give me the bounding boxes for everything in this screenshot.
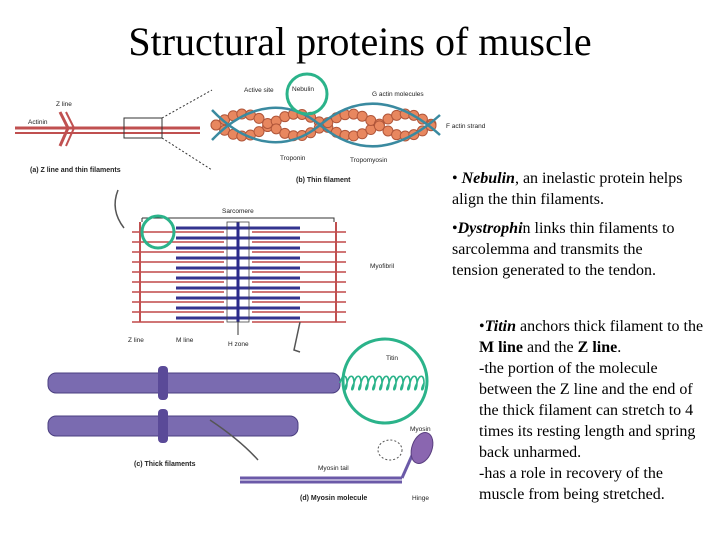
titin-note: •Titin anchors thick filament to the M l… <box>479 316 711 505</box>
titin-recovery-text: -has a role in recovery of the muscle fr… <box>479 465 665 503</box>
z-line-label-bottom: Z line <box>128 337 144 344</box>
titin-text-1: anchors thick filament to the <box>516 318 704 335</box>
titin-highlight-circle <box>341 337 429 425</box>
nebulin-text: , an inelastic protein helps align the t… <box>452 170 683 208</box>
thin-filament-panel: Active site Nebulin G actin molecules F … <box>210 72 486 184</box>
myosin-molecule-panel: Myosin Myosin tail Hinge (d) Myosin mole… <box>209 419 434 502</box>
h-zone-label: H zone <box>228 341 249 348</box>
dystrophin-text: n links thin filaments to sarcolemma and… <box>452 220 675 279</box>
caption-c: (c) Thick filaments <box>134 461 196 468</box>
g-actin-bead <box>356 110 368 122</box>
g-actin-bead <box>210 119 222 131</box>
g-actin-bead <box>253 126 265 138</box>
active-site-label: Active site <box>244 87 274 94</box>
dystrophin-highlight-circle <box>140 214 176 250</box>
nebulin-term: Nebulin <box>461 170 515 187</box>
nebulin-note: • Nebulin, an inelastic protein helps al… <box>452 168 692 210</box>
dystrophin-bullet: • <box>452 220 458 237</box>
g-actin-bead <box>356 128 368 140</box>
nebulin-label: Nebulin <box>292 86 314 93</box>
dystrophin-note: •Dystrophin links thin filaments to sarc… <box>452 218 692 281</box>
titin-text-2: and the <box>523 339 578 356</box>
z-line-label-top: Z line <box>56 101 72 108</box>
nebulin-highlight-circle <box>285 72 329 116</box>
m-line-label: M line <box>176 337 194 344</box>
z-line-thin-filaments-panel: Z line Actinin (a) Z line and thin filam… <box>15 89 213 174</box>
tropomyosin-label: Tropomyosin <box>350 157 388 164</box>
hinge-label: Hinge <box>412 495 429 502</box>
caption-d: (d) Myosin molecule <box>300 495 367 502</box>
myosin-tail-label: Myosin tail <box>318 465 349 472</box>
f-actin-label: F actin strand <box>446 123 486 130</box>
titin-z-line: Z line <box>577 339 618 356</box>
titin-stretch-text: -the portion of the molecule between the… <box>479 360 696 461</box>
myofibril-label: Myofibril <box>370 263 395 270</box>
myofibril-panel: Sarcomere Myofibril Z line M line H zone <box>114 189 395 353</box>
nebulin-bullet: • <box>452 170 462 187</box>
sarcomere-label: Sarcomere <box>222 208 254 215</box>
titin-text-3: . <box>617 339 622 356</box>
titin-bullet: • <box>479 318 485 335</box>
titin-m-line: M line <box>479 339 523 356</box>
g-actin-bead <box>270 123 282 135</box>
slide-title: Structural proteins of muscle <box>128 19 592 64</box>
actinin-label: Actinin <box>28 119 48 126</box>
caption-a: (a) Z line and thin filaments <box>30 167 121 174</box>
g-actin-bead <box>373 120 385 132</box>
thick-filaments-panel: Titin (c) Thick filaments <box>47 337 429 468</box>
g-actin-label: G actin molecules <box>372 91 424 98</box>
troponin-label: Troponin <box>280 155 306 162</box>
titin-label: Titin <box>386 355 398 362</box>
caption-b: (b) Thin filament <box>296 177 351 184</box>
titin-term: Titin <box>484 318 517 335</box>
g-actin-bead <box>253 112 265 124</box>
myosin-label: Myosin <box>410 426 431 433</box>
dystrophin-term: Dystrophi <box>457 220 523 237</box>
